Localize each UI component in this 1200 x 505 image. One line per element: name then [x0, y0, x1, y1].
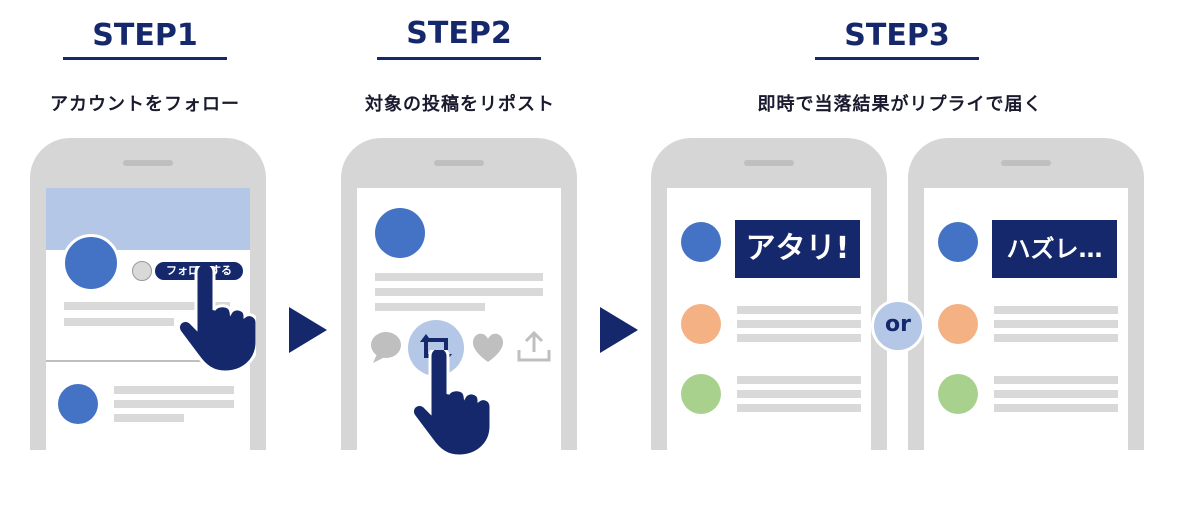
divider: [46, 360, 250, 362]
text-line: [114, 400, 234, 408]
step2-description: 対象の投稿をリポスト: [365, 94, 555, 115]
text-line: [114, 414, 184, 422]
text-line: [994, 306, 1118, 314]
step3-title: STEP3: [844, 18, 950, 53]
win-result-box: アタリ!: [735, 220, 860, 278]
avatar: [938, 222, 978, 262]
phone-speaker: [434, 160, 484, 166]
phone-screen: アタリ!: [667, 188, 871, 450]
phone-speaker: [1001, 160, 1051, 166]
text-line: [737, 306, 861, 314]
phone-step3-lose: ハズレ…: [908, 138, 1144, 450]
text-line: [994, 320, 1118, 328]
step1-title: STEP1: [92, 18, 198, 53]
avatar: [681, 374, 721, 414]
step3-description: 即時で当落結果がリプライで届く: [757, 94, 1043, 115]
phone-step3-win: アタリ!: [651, 138, 887, 450]
avatar: [375, 208, 425, 258]
avatar: [681, 222, 721, 262]
text-line: [375, 303, 485, 311]
avatar: [58, 384, 98, 424]
text-line: [994, 390, 1118, 398]
step3-underline: [815, 57, 979, 60]
phone-step2: [341, 138, 577, 450]
text-line: [737, 404, 861, 412]
pointing-hand-icon: [176, 266, 256, 374]
pointing-hand-icon: [410, 350, 490, 458]
step2-underline: [377, 57, 541, 60]
text-line: [737, 320, 861, 328]
avatar: [62, 234, 120, 292]
avatar-small: [132, 261, 152, 281]
text-line: [994, 376, 1118, 384]
avatar: [938, 374, 978, 414]
step1-description: アカウントをフォロー: [50, 94, 240, 115]
step2-title: STEP2: [406, 16, 512, 51]
text-line: [737, 334, 861, 342]
phone-step1: フォローする: [30, 138, 266, 450]
text-line: [114, 386, 234, 394]
or-badge: or: [871, 299, 925, 353]
play-arrow-icon: [600, 307, 638, 353]
text-line: [994, 404, 1118, 412]
phone-speaker: [123, 160, 173, 166]
text-line: [375, 288, 543, 296]
share-icon: [517, 330, 551, 362]
text-line: [994, 334, 1118, 342]
comment-bubble-icon: [371, 332, 401, 363]
phone-screen: フォローする: [46, 188, 250, 450]
play-arrow-icon: [289, 307, 327, 353]
step1-underline: [63, 57, 227, 60]
phone-speaker: [744, 160, 794, 166]
heart-icon: [472, 333, 504, 362]
text-line: [737, 390, 861, 398]
text-line: [737, 376, 861, 384]
text-line: [375, 273, 543, 281]
avatar: [938, 304, 978, 344]
lose-result-box: ハズレ…: [992, 220, 1117, 278]
phone-screen: ハズレ…: [924, 188, 1128, 450]
text-line: [64, 302, 230, 310]
text-line: [64, 318, 174, 326]
avatar: [681, 304, 721, 344]
